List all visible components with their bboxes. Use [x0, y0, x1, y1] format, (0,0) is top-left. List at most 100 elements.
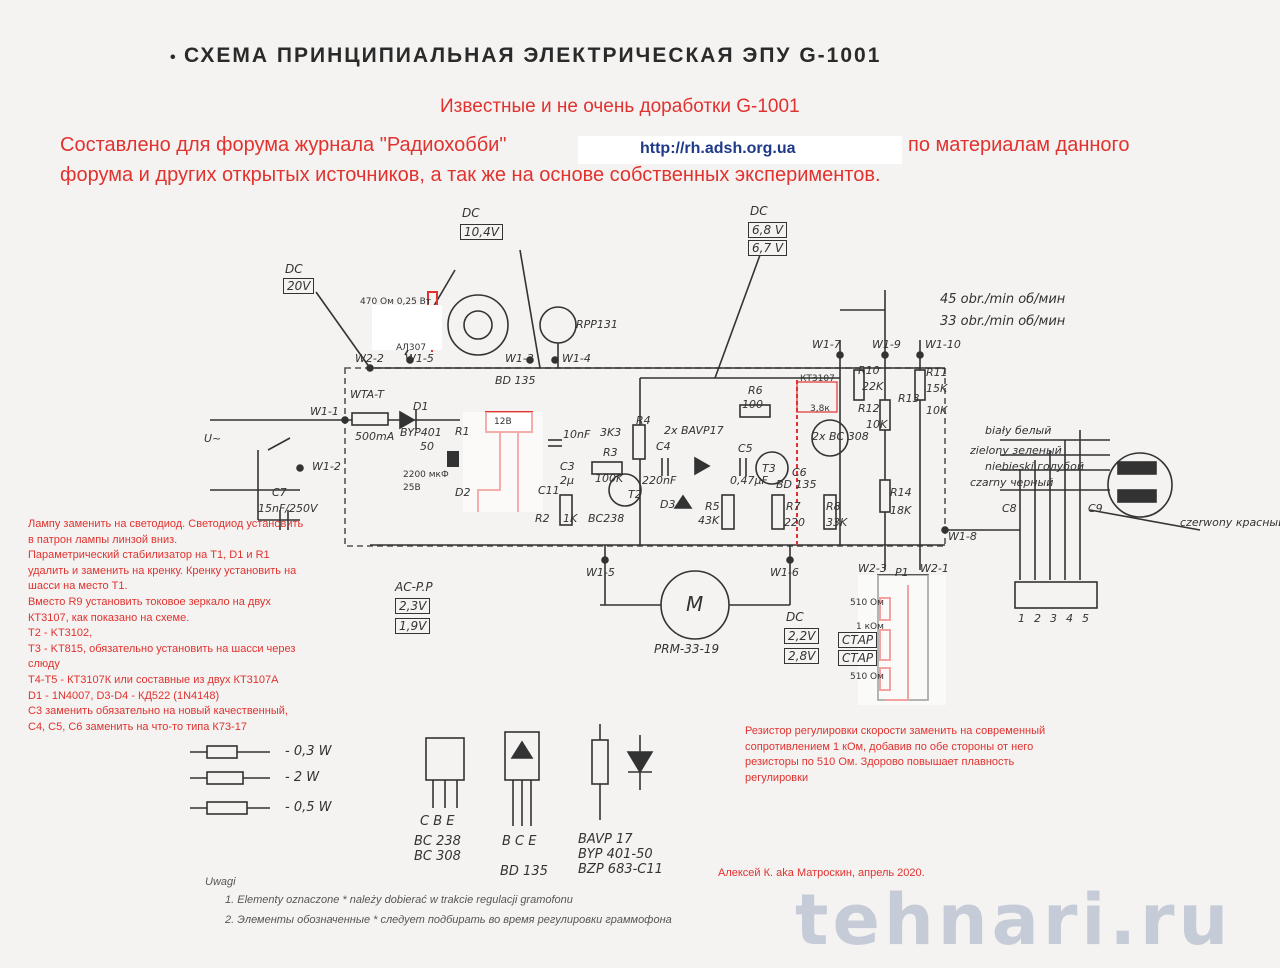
label-c5: C5 — [738, 442, 753, 455]
mod-r-510-b: 510 Ом — [850, 672, 884, 682]
label-w1-9: W1-9 — [872, 338, 901, 351]
note-line: С3 заменить обязательно на новый качеств… — [28, 705, 288, 718]
pin-3: 3 — [1050, 612, 1057, 625]
note-line: T4-T5 - КТ3107К или составные из двух КТ… — [28, 673, 279, 686]
label-w1-5b: W1-5 — [586, 566, 615, 579]
dc-2-8v: 2,8V — [784, 648, 820, 664]
pkg-bd-names: BD 135 — [500, 864, 548, 879]
note-line: Лампу заменить на светодиод. Светодиод у… — [28, 518, 304, 530]
label-r3: R3 — [603, 446, 618, 459]
site-watermark: tehnari.ru — [795, 879, 1233, 961]
label-r7: R7 — [786, 500, 801, 513]
label-d1: D1 — [413, 400, 429, 413]
wire-green: zielony зеленый — [970, 444, 1062, 457]
label-w1-8: W1-8 — [948, 530, 977, 543]
note-line: Параметрический стабилизатор на T1, D1 и… — [28, 549, 270, 562]
label-bc308: 2x BC 308 — [812, 430, 869, 443]
label-d3: D3 — [660, 498, 676, 511]
dc-6-7v: 6,7 V — [748, 240, 788, 256]
dc-2-2v: 2,2V — [784, 628, 820, 644]
mod-r-510-a: 510 Ом — [850, 598, 884, 608]
label-c3: C3 — [560, 460, 575, 473]
credit-line2: форума и других открытых источников, а т… — [60, 164, 881, 186]
label-r13: R13 — [898, 392, 920, 405]
mod-regulator: 12В — [494, 417, 512, 427]
label-r6-value: 100 — [742, 398, 763, 411]
label-r13-value: 10K — [926, 404, 948, 417]
label-rpp131: RPP131 — [576, 318, 618, 331]
legend-03w: - 0,3 W — [285, 744, 332, 759]
motor-model: PRM-33-19 — [654, 642, 720, 656]
subtitle: Известные и не очень доработки G-1001 — [440, 96, 800, 117]
forum-url[interactable]: http://rh.adsh.org.ua — [640, 140, 796, 157]
label-w1-6: W1-6 — [770, 566, 799, 579]
mod-cap: 2200 мкФ — [403, 470, 449, 480]
star-1: СТАР — [838, 632, 878, 648]
author-line: Алексей К. aka Матроскин, апрель 2020. — [718, 867, 925, 879]
label-c11: C11 — [538, 484, 560, 497]
label-r1: R1 — [455, 425, 470, 438]
label-c3-value: 2µ — [560, 474, 574, 487]
label-w1-2: W1-2 — [312, 460, 341, 473]
label-r2: R2 — [535, 512, 550, 525]
label-r14-value: 18K — [890, 504, 912, 517]
label-w1-10: W1-10 — [925, 338, 961, 351]
label-r8: R8 — [826, 500, 841, 513]
label-bc238: BC238 — [588, 512, 625, 525]
note-line: D1 - 1N4007, D3-D4 - КД522 (1N4148) — [28, 689, 220, 702]
footnote-head: Uwagi — [205, 876, 236, 888]
label-r5-value: 43K — [698, 514, 720, 527]
label-t3: T3 — [762, 462, 776, 475]
label-byp: BYP401 — [400, 426, 442, 439]
label-r7-value: 220 — [784, 516, 805, 529]
label-w2-3: W2-3 — [858, 562, 887, 575]
notes-left: Лампу заменить на светодиод. Светодиод у… — [28, 517, 328, 735]
label-r8-value: 33K — [826, 516, 848, 529]
mod-led-resistor: 470 Ом 0,25 Вт — [360, 297, 432, 307]
notes-right: Резистор регулировки скорости заменить н… — [745, 724, 1085, 786]
dc-6-8v: 6,8 V — [748, 222, 788, 238]
pkg-bd-pins: B C E — [502, 834, 537, 849]
label-r2-value: 1K — [563, 512, 578, 525]
legend-05w: - 0,5 W — [285, 800, 332, 815]
note-line: шасси на место T1. — [28, 580, 128, 593]
mod-led: АЛ307 — [396, 343, 427, 353]
label-r4: R4 — [636, 414, 651, 427]
note-line: T3 - KT815, обязательно установить на ша… — [28, 642, 296, 655]
label-w2-2: W2-2 — [355, 352, 384, 365]
label-c9: C9 — [1088, 502, 1103, 515]
dc-label-3: DC — [750, 204, 768, 218]
wire-red: czerwony красный — [1180, 516, 1280, 529]
note-line: резисторы по 510 Ом. Здорово повышает пл… — [745, 756, 1015, 769]
pin-1: 1 — [1018, 612, 1025, 625]
label-c6: C6 — [792, 466, 807, 479]
label-r10-value: 22K — [862, 380, 884, 393]
regulator-patch — [463, 412, 543, 512]
label-c7: C7 — [272, 486, 287, 499]
note-line: Вместо R9 установить токовое зеркало на … — [28, 595, 271, 608]
mod-cap-voltage: 25В — [403, 483, 421, 493]
note-line: С4, С5, С6 заменить на что-то типа К73-1… — [28, 720, 247, 733]
footnote-2: 2. Элементы обозначенные * следует подби… — [225, 914, 672, 926]
label-c4-value: 220nF — [642, 474, 677, 487]
label-bd135b: BD 135 — [776, 478, 817, 491]
label-c5-value: 0,47µF — [730, 474, 768, 487]
pin-2: 2 — [1034, 612, 1041, 625]
mod-r-1k: 1 кОм — [856, 622, 884, 632]
label-c1: 10nF — [563, 428, 591, 441]
speed-45: 45 obr./min об/мин — [940, 292, 1066, 307]
label-r12-value: 10K — [866, 418, 888, 431]
schematic-title: • СХЕМА ПРИНЦИПИАЛЬНАЯ ЭЛЕКТРИЧЕСКАЯ ЭПУ… — [170, 44, 882, 67]
label-d2: D2 — [455, 486, 471, 499]
dc-label-2: DC — [462, 206, 480, 220]
acpp-1-9v: 1,9V — [395, 618, 431, 634]
label-t2: T2 — [628, 488, 642, 501]
footnote-1: 1. Elementy oznaczone * należy dobierać … — [225, 894, 573, 906]
note-line: удалить и заменить на кренку. Кренку уст… — [28, 564, 297, 577]
legend-2w: - 2 W — [285, 770, 320, 785]
label-r6: R6 — [748, 384, 763, 397]
speed-33: 33 obr./min об/мин — [940, 314, 1066, 329]
acpp-label: AC-P.P — [395, 580, 433, 594]
label-u: U~ — [204, 432, 222, 445]
